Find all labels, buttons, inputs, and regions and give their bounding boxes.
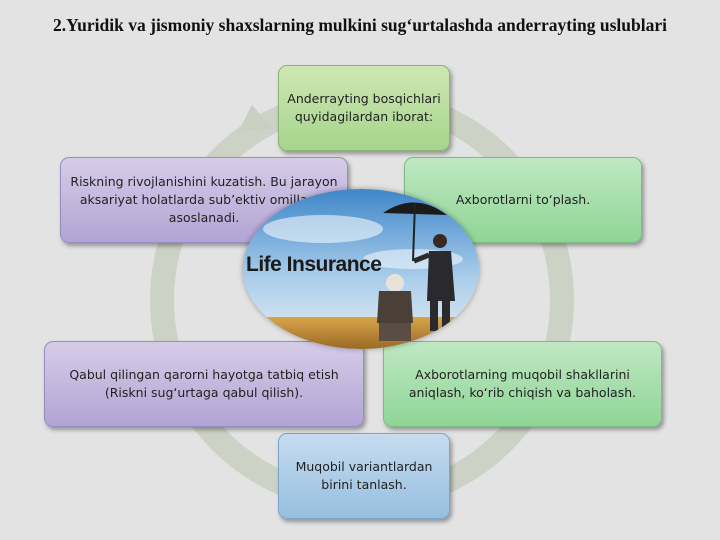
step-evaluate-alternatives: Axborotlarning muqobil shakllarini aniql… — [383, 341, 662, 427]
image-caption: Life Insurance — [246, 253, 382, 276]
slide-title: 2.Yuridik va jismoniy shaxslarning mulki… — [53, 15, 667, 35]
step-text: Axborotlarning muqobil shakllarini aniql… — [408, 367, 637, 400]
step-text: Qabul qilingan qarorni hayotga tatbiq et… — [69, 367, 339, 400]
step-implement-decision: Qabul qilingan qarorni hayotga tatbiq et… — [44, 341, 364, 427]
life-insurance-image: Life Insurance — [243, 189, 479, 349]
cycle-arrow-icon — [238, 105, 272, 132]
step-text: Anderrayting bosqichlari quyidagilardan … — [287, 91, 441, 124]
step-text: Axborotlarni to‘plash. — [455, 192, 591, 207]
step-text: Riskning rivojlanishini kuzatish. Bu jar… — [70, 174, 338, 225]
step-choose-variant: Muqobil variantlardan birini tanlash. — [278, 433, 450, 519]
step-stages-intro: Anderrayting bosqichlari quyidagilardan … — [278, 65, 450, 151]
step-text: Muqobil variantlardan birini tanlash. — [295, 459, 433, 492]
